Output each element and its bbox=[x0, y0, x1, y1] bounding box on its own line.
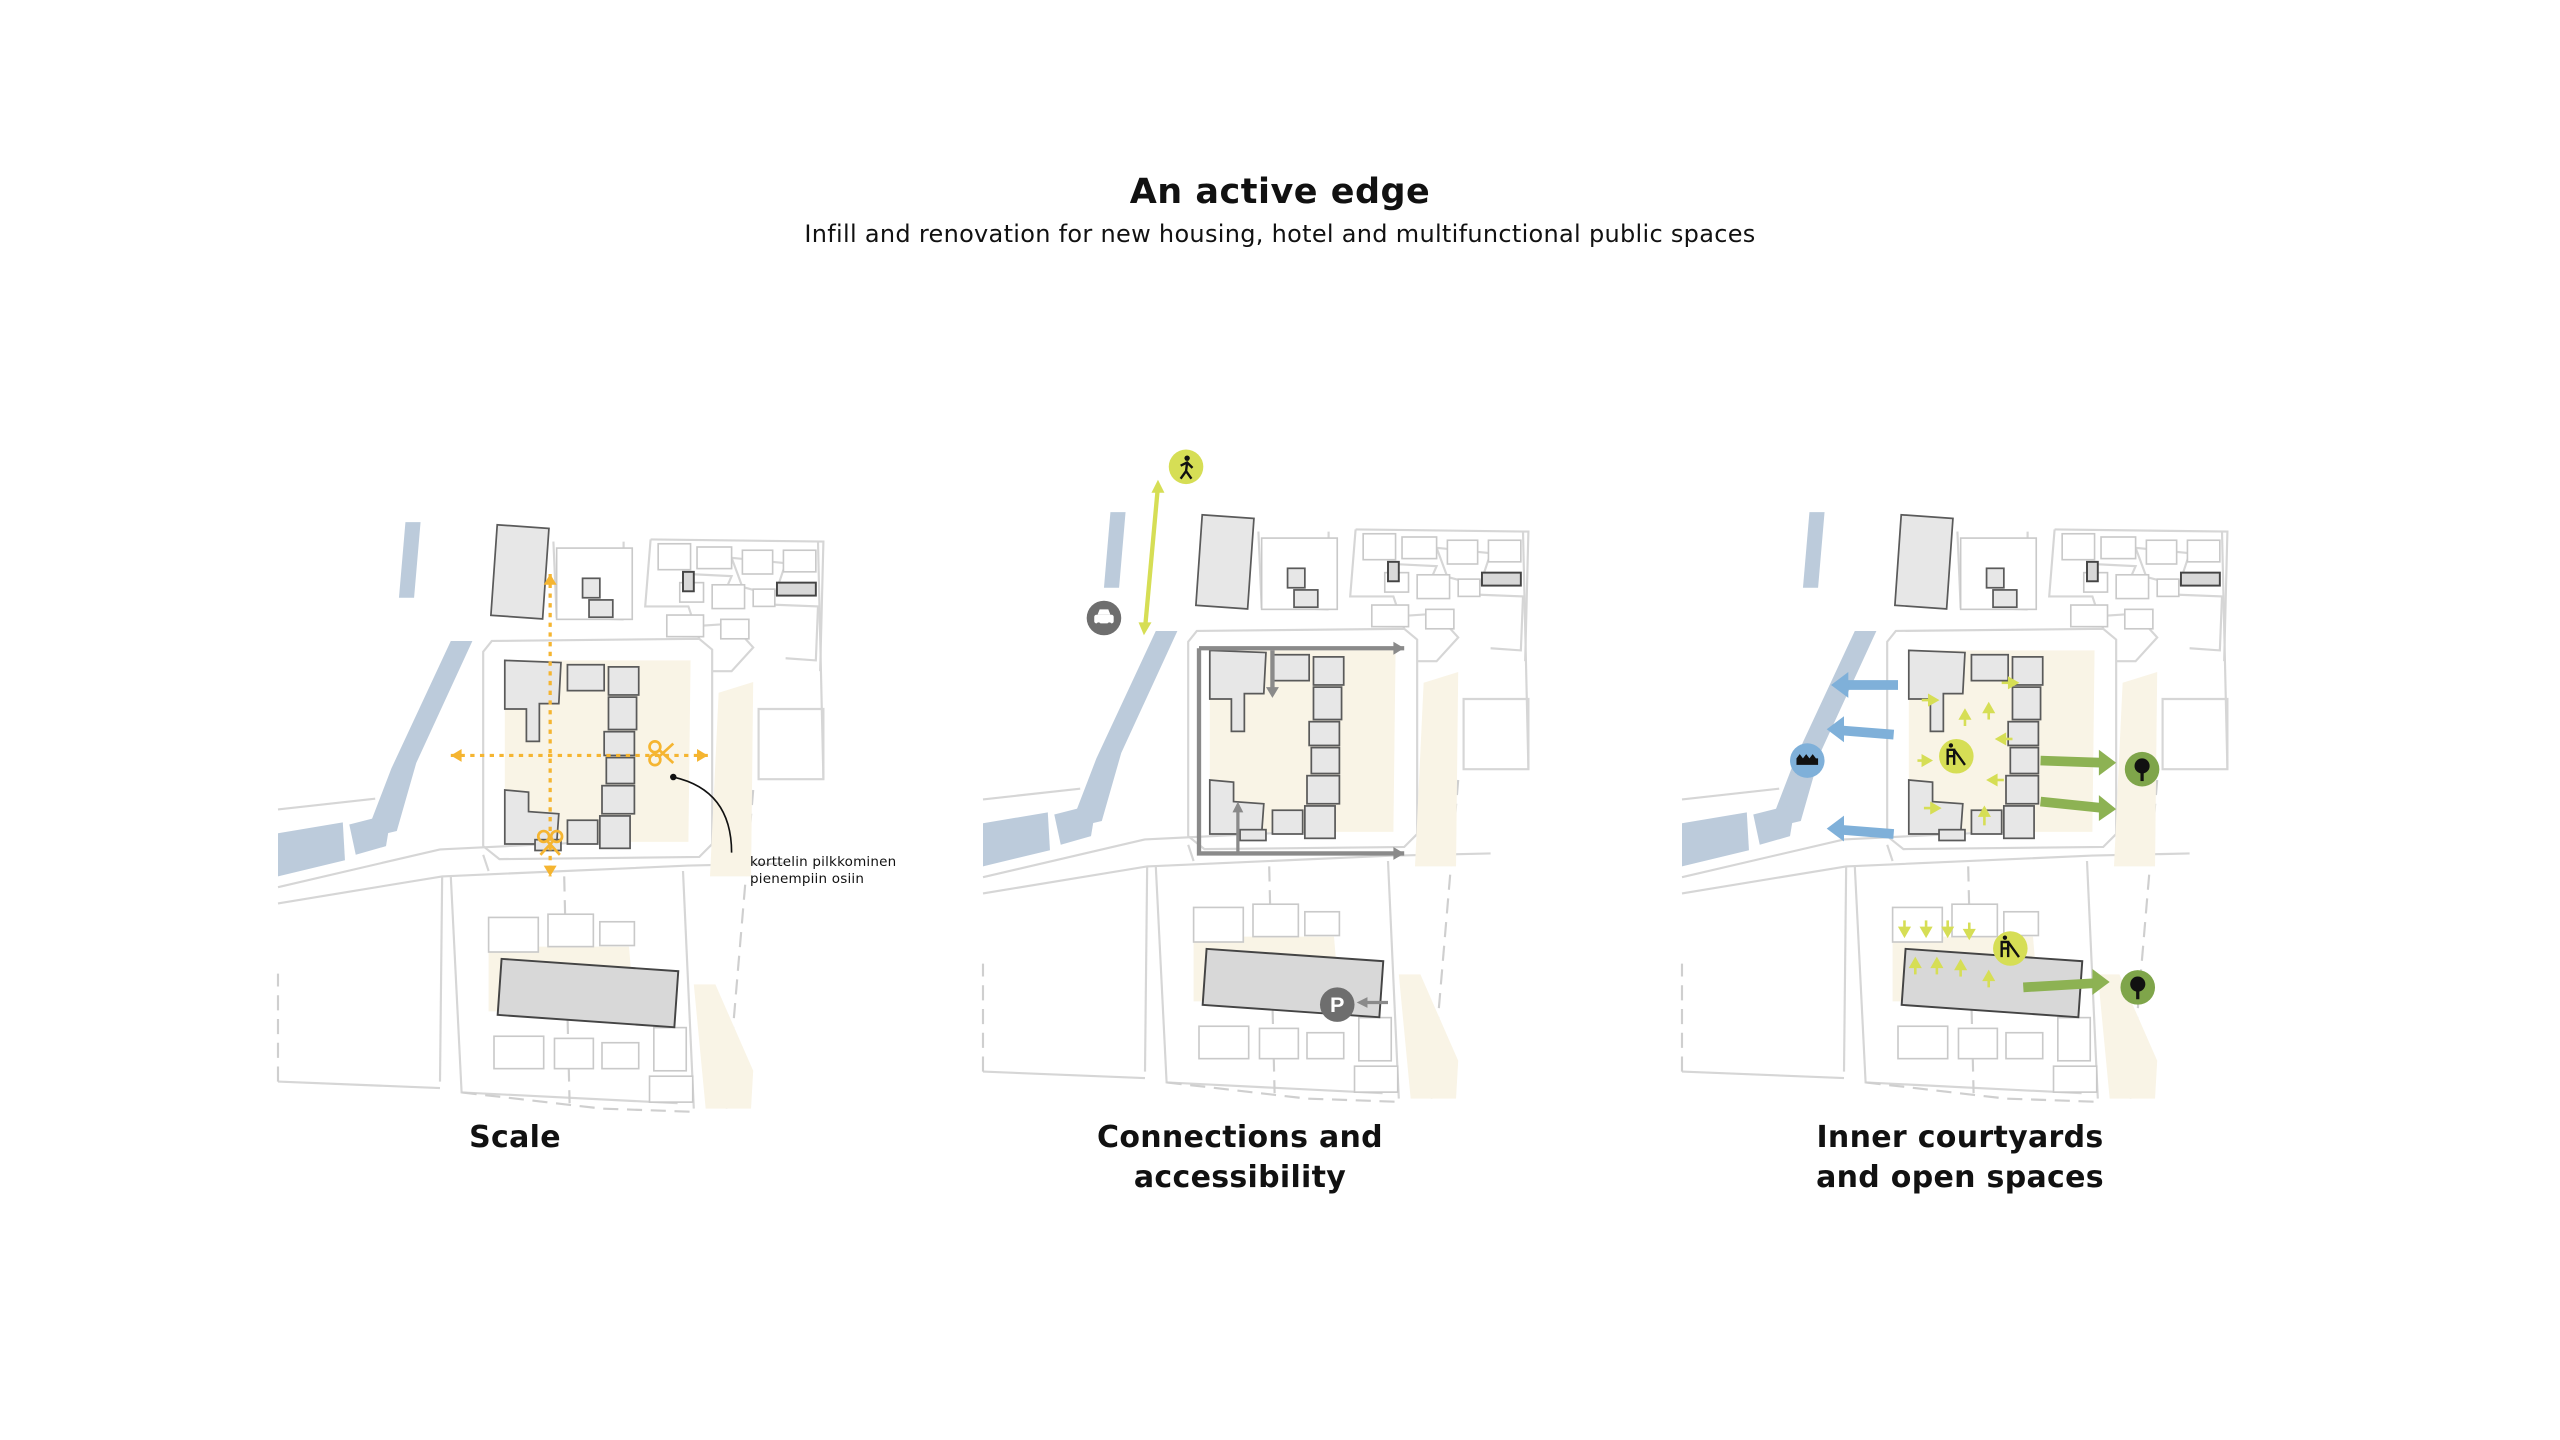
pedestrian-icon bbox=[1168, 449, 1204, 485]
tree-icon bbox=[2124, 751, 2160, 787]
split-annotation: korttelin pilkkominen pienempiin osiin bbox=[750, 854, 896, 888]
panel-connections: P bbox=[981, 449, 1530, 1103]
annotation-line-2: pienempiin osiin bbox=[750, 871, 865, 887]
panel-courtyards bbox=[1680, 511, 2229, 1103]
car-icon bbox=[1086, 600, 1122, 636]
page-subtitle: Infill and renovation for new housing, h… bbox=[804, 220, 1756, 248]
parking-label: P bbox=[1330, 992, 1344, 1017]
scissors-icon bbox=[648, 740, 675, 767]
caption-courtyards-line-2: and open spaces bbox=[1816, 1160, 2104, 1195]
scissors-icon bbox=[536, 829, 564, 856]
playground-icon bbox=[1993, 931, 2028, 966]
playground-icon bbox=[1939, 738, 1974, 774]
annotation-line-1: korttelin pilkkominen bbox=[750, 854, 897, 870]
water-icon bbox=[1790, 743, 1825, 778]
caption-scale-line-1: Scale bbox=[469, 1120, 561, 1155]
caption-courtyards: Inner courtyards and open spaces bbox=[1790, 1118, 2130, 1198]
caption-scale: Scale bbox=[395, 1118, 635, 1158]
parking-icon: P bbox=[1319, 987, 1355, 1022]
caption-connections-line-1: Connections and bbox=[1097, 1120, 1383, 1155]
tree-icon bbox=[2120, 970, 2156, 1005]
panel-scale bbox=[276, 521, 825, 1113]
caption-connections: Connections and accessibility bbox=[1070, 1118, 1410, 1198]
caption-courtyards-line-1: Inner courtyards bbox=[1816, 1120, 2104, 1155]
page-title: An active edge bbox=[1129, 172, 1431, 212]
caption-connections-line-2: accessibility bbox=[1133, 1160, 1347, 1195]
